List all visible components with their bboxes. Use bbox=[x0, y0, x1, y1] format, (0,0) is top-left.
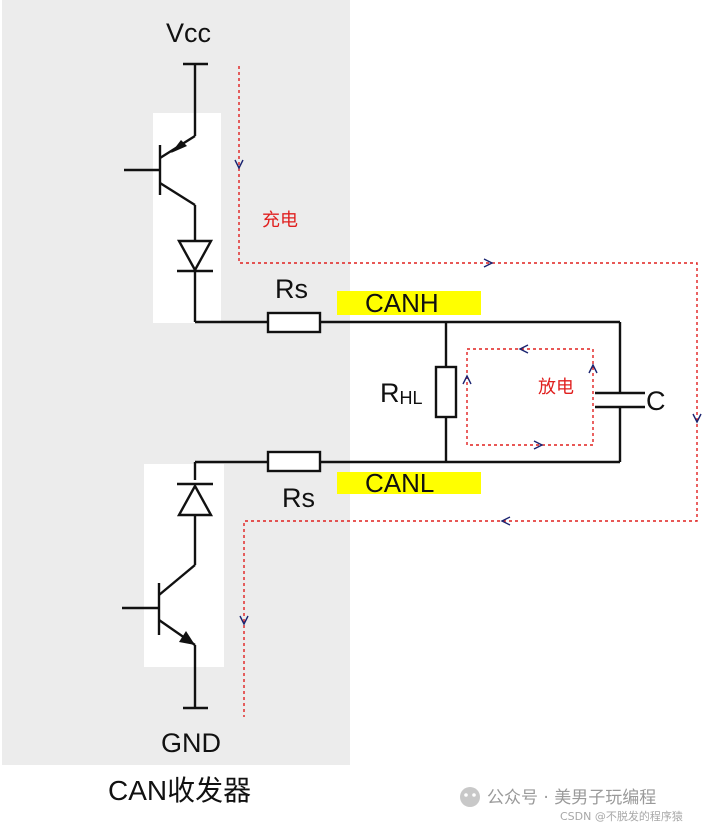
rs-resistor-top bbox=[266, 311, 322, 334]
charge-label: 充电 bbox=[262, 210, 298, 230]
high-side-box bbox=[153, 113, 221, 323]
transceiver-label: CAN收发器 bbox=[108, 775, 251, 806]
watermark-line1: 公众号 · 美男子玩编程 bbox=[487, 788, 656, 808]
discharge-label: 放电 bbox=[538, 377, 574, 397]
vcc-label: Vcc bbox=[166, 18, 211, 48]
rhl-main-label: RHL bbox=[380, 378, 423, 408]
capacitor-label: C bbox=[646, 386, 666, 416]
rs-resistor-bottom bbox=[266, 450, 322, 473]
wechat-icon bbox=[460, 787, 480, 807]
emitter-arrow-top bbox=[171, 140, 187, 153]
canh-label: CANH bbox=[365, 288, 439, 318]
low-side-box bbox=[144, 464, 224, 667]
gnd-label: GND bbox=[161, 728, 221, 758]
emitter-arrow-bottom bbox=[179, 631, 195, 645]
watermark-line2: CSDN @不脱发的程序猿 bbox=[560, 809, 683, 823]
rs-bottom-label: Rs bbox=[282, 483, 315, 513]
canh-highlight bbox=[337, 291, 481, 315]
canl-label: CANL bbox=[365, 468, 434, 498]
circuit-wires bbox=[122, 62, 645, 710]
diode-bottom bbox=[176, 482, 214, 517]
rs-top-label: Rs bbox=[275, 274, 308, 304]
canl-highlight bbox=[337, 472, 481, 494]
diode-top bbox=[176, 239, 214, 273]
watermark: 公众号 · 美男子玩编程 CSDN @不脱发的程序猿 bbox=[460, 787, 683, 823]
charge-path bbox=[234, 66, 702, 717]
discharge-path bbox=[462, 344, 598, 450]
rhl-resistor bbox=[434, 365, 458, 419]
